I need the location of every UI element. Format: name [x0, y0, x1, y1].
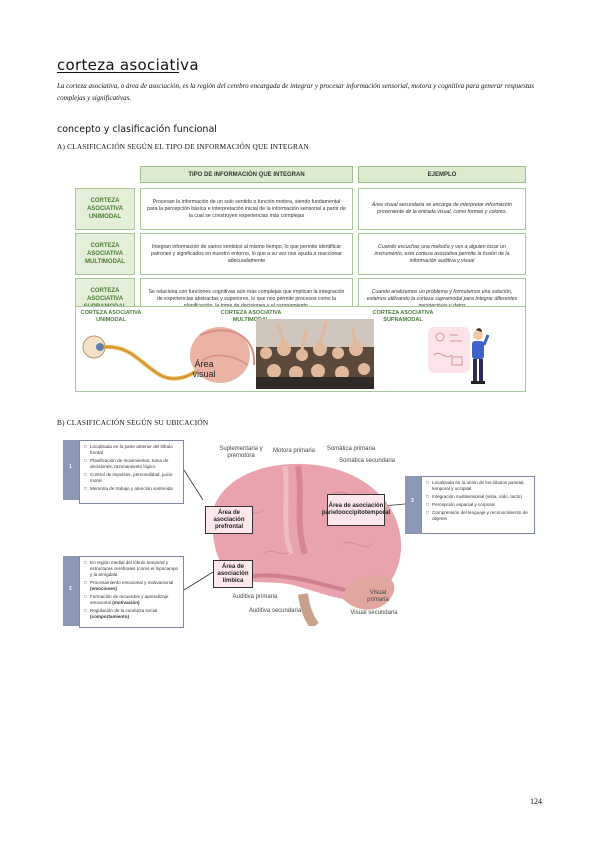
list-item: Percepción espacial y corporal — [426, 502, 530, 508]
list-item: Procesamiento emocional y motivacional (… — [84, 580, 179, 592]
row-label: CORTEZA ASOCIATIVA MULTIMODAL — [75, 233, 135, 275]
row-label: CORTEZA ASOCIATIVA UNIMODAL — [75, 188, 135, 230]
list-item: Planificación de movimientos, toma de de… — [84, 458, 179, 470]
subheading-a: A) CLASIFICACIÓN SEGÚN EL TIPO DE INFORM… — [57, 142, 309, 151]
list-item: Formación de recuerdos y aprendizaje emo… — [84, 594, 179, 606]
brain-figure: 1 2 3 Localizada en la parte anterior de… — [63, 440, 543, 628]
marker-2: 2 — [69, 586, 72, 592]
marker-bar-2: 2 — [63, 556, 79, 626]
list-item: Comprensión del lenguaje y reconocimient… — [426, 510, 530, 522]
marker-3: 3 — [411, 498, 414, 504]
visual-pathway-illustration — [82, 327, 256, 383]
label-somatica-secundaria: Somática secundaria — [338, 458, 396, 464]
list-item: Memoria de trabajo y atención sostenida — [84, 486, 179, 492]
section-heading: concepto y clasificación funcional — [57, 124, 217, 135]
label-visual-secundaria: Visual secundaria — [350, 610, 398, 616]
table-row: CORTEZA ASOCIATIVA MULTIMODAL Integran i… — [75, 233, 526, 275]
marker-bar-1: 1 — [63, 440, 79, 500]
limbic-area-box: Área de asociación límbica — [213, 560, 253, 588]
parieto-area-box: Área de asociación parietooccipitotempor… — [322, 494, 390, 526]
intro-paragraph: La corteza asociativa, o área de asociac… — [57, 82, 535, 102]
row-description: Integran información de varios sentidos … — [140, 233, 353, 275]
marker-1: 1 — [69, 464, 72, 470]
area-visual-label: Área visual — [192, 359, 216, 379]
thinking-person-illustration — [428, 327, 490, 384]
row-description: Procesan la información de un solo senti… — [140, 188, 353, 230]
row-example: Cuando escuchas una melodía y ves a algu… — [358, 233, 526, 275]
list-item: Localizada en la unión de los lóbulos pa… — [426, 480, 530, 492]
page-number: 124 — [530, 797, 542, 806]
multimodal-image-label: CORTEZA ASOCIATIVA MULTIMODAL — [220, 310, 282, 323]
list-item: Integración multisensorial (vista, oído,… — [426, 494, 530, 500]
title-underline — [57, 72, 179, 73]
limbic-info-box: En región medial del lóbulo temporal y e… — [79, 556, 184, 628]
header-type: TIPO DE INFORMACIÓN QUE INTEGRAN — [140, 166, 353, 183]
list-item: Localizada en la parte anterior del lóbu… — [84, 444, 179, 456]
label-auditiva-primaria: Auditiva primaria — [232, 594, 278, 600]
label-motora-primaria: Motora primaria — [272, 448, 315, 454]
prefrontal-area-box: Área de asociación prefrontal — [205, 506, 253, 534]
table-row: CORTEZA ASOCIATIVA UNIMODAL Procesan la … — [75, 188, 526, 230]
prefrontal-info-box: Localizada en la parte anterior del lóbu… — [79, 440, 184, 504]
parieto-info-box: Localizada en la unión de los lóbulos pa… — [421, 476, 535, 534]
list-item: En región medial del lóbulo temporal y e… — [84, 560, 179, 578]
row-example: Área visual secundaria se encarga de int… — [358, 188, 526, 230]
page-title: corteza asociativa — [57, 56, 199, 74]
illustration-strip: CORTEZA ASOCIATIVA UNIMODAL CORTEZA ASOC… — [75, 306, 526, 392]
list-item: Control de impulsos, personalidad, juici… — [84, 472, 179, 484]
header-example: EJEMPLO — [358, 166, 526, 183]
label-suplementaria: Suplementaria y premotora — [219, 446, 263, 459]
list-item: Regulación de la conducta social (compor… — [84, 608, 179, 620]
subheading-b: B) CLASIFICACIÓN SEGÚN SU UBICACIÓN — [57, 418, 209, 427]
concert-crowd-image — [256, 319, 374, 389]
label-somatica-primaria: Somática primaria — [326, 446, 376, 452]
marker-bar-3: 3 — [405, 476, 421, 534]
supramodal-image-label: CORTEZA ASOCIATIVA SUPRAMODAL — [372, 310, 434, 323]
label-auditiva-secundaria: Auditiva secundaria — [248, 608, 302, 614]
unimodal-image-label: CORTEZA ASOCIATIVA UNIMODAL — [80, 310, 142, 323]
label-visual-primaria: Visual primaria — [367, 590, 389, 603]
